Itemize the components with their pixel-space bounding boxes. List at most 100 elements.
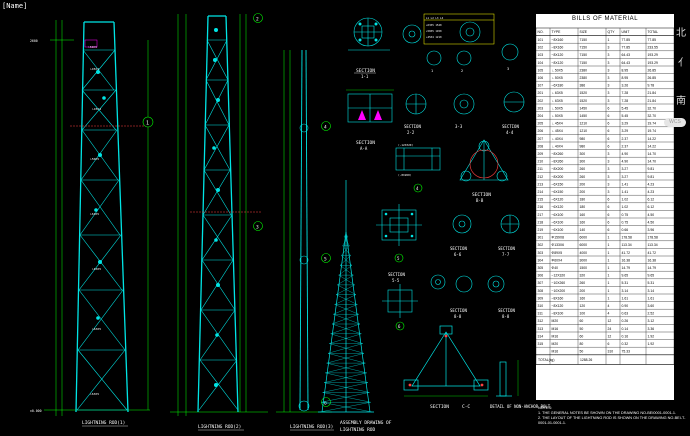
bom-cell: 300 [580,152,586,156]
bom-cell: 1 [608,236,610,240]
bom-cell: 2380 [580,76,588,80]
bom-cell: −6X100 [552,213,564,217]
svg-text:∟45X4: ∟45X4 [90,67,99,71]
bom-header-2: SIZE [580,30,588,34]
bom-cell: Φ89X5 [552,251,563,255]
section-title: SECTION [502,124,519,129]
bom-cell: 0.66 [622,228,629,232]
bom-cell: 14.79 [648,266,657,270]
bom-cell: 3.27 [622,175,629,179]
svg-text:∟45X4: ∟45X4 [92,107,101,111]
bom-cell: 5.45 [622,114,629,118]
ring-label-2: 2 [461,69,463,73]
section-title: SECTION [404,124,421,129]
bom-cell: M16 [552,334,559,338]
section-id: 7-7 [502,252,510,257]
watermark-badge: WCS [664,118,686,127]
bom-cell: 304 [538,258,544,262]
bom-cell: 1210 [580,122,588,126]
bom-cell: 1 [608,296,610,300]
bom-cell: −6X100 [552,220,564,224]
window-title: [Name] [2,2,28,10]
bom-cell: M16 [552,327,559,331]
bom-cell: 6 [608,228,610,232]
bom-cell: 205 [538,122,544,126]
bom-cell: 19.74 [648,129,657,133]
section-title: SECTION [450,308,467,313]
bom-cell: 2.52 [648,312,655,316]
bom-cell: 4 [608,312,610,316]
bom-cell: ∟50X5 [552,68,563,72]
bom-cell: 305 [538,266,544,270]
bom-cell: 3.60 [648,304,655,308]
section-id: C-C [462,404,470,410]
svg-text:5: 5 [397,256,400,261]
bom-cell: 178.58 [648,236,658,240]
watermark-char-3: 南 [676,96,686,107]
bom-cell: 9.81 [648,167,655,171]
bom-cell: 9.81 [648,175,655,179]
svg-text:∟63X5: ∟63X5 [92,267,101,271]
bom-cell: 212 [538,175,544,179]
bom-cell: 6 [608,213,610,217]
bom-cell: ∟63X5 [552,99,563,103]
bom-cell: −6X120 [552,205,564,209]
bom-cell: 213 [538,182,544,186]
bom-cell: ∟50X5 [552,106,563,110]
notes-item-2: 2. THE LAYOUT OF THE LIGHTNING ROD IS SH… [538,416,686,425]
bom-cell: 3 [608,53,610,57]
bom-cell: M20 [552,342,559,346]
bom-cell: −8X120 [552,61,564,65]
bom-cell: 218 [538,220,544,224]
section-id: 1-1 [361,74,369,79]
bom-cell: 6 [608,114,610,118]
bom-cell: Φ159X8 [552,236,565,240]
bom-cell: 3 [608,76,610,80]
bom-cell: 303 [538,251,544,255]
bom-cell: 4.50 [648,220,655,224]
bom-cell: 14.70 [648,160,657,164]
tower-1[interactable]: ∟50X5∟45X4∟45X4 ∟50X5∟63X5∟63X5 ∟63X5∟63… [30,20,154,427]
bom-cell: 200 [580,182,586,186]
bom-cell: 3.96 [648,228,655,232]
section-id: A-A [360,146,368,151]
watermark-char-2: 亻 [678,58,688,69]
bom-cell: 6 [608,205,610,209]
bom-cell: 193.29 [648,61,658,65]
bom-cell: 204 [538,114,544,118]
section-details[interactable]: SECTION 1-1 1 2 3 L1 L2 L3 L4 ∟63X5 1 [346,13,551,410]
section-title: SECTION [450,246,467,251]
assembly-label-2: LIGHTNING ROD [340,427,376,433]
bom-cell: 32.70 [648,114,657,118]
bom-cell: 1 [608,266,610,270]
bom-cell: 7150 [580,61,588,65]
bom-cell: 8.95 [622,68,629,72]
bom-cell: 260 [580,175,586,179]
bom-cell: 60 [580,319,584,323]
bom-cell: 26.85 [648,76,657,80]
bom-cell: 6 [608,342,610,346]
title-bar: [Name] [0,0,690,14]
bom-cell: 200 [580,190,586,194]
bom-cell: Φ40 [552,266,559,270]
tower-3[interactable]: 4 5 6 LIGHTNING ROD(3) [276,49,334,431]
bom-cell: 302 [538,243,544,247]
bom-cell: 6.12 [648,198,655,202]
bom-cell: 206 [538,129,544,133]
tower-3-label: LIGHTNING ROD(3) [290,424,333,430]
bom-cell: 320 [580,274,586,278]
bom-cell: 9.78 [648,84,655,88]
bom-cell: 60 [580,334,584,338]
notes-item-1: 1. THE GENERAL NOTES BE SHOWN ON THE DRA… [538,411,676,415]
bom-cell: ∟50X5 [552,76,563,80]
balloon-5: 5 [324,257,327,263]
tower-2[interactable]: 2 3 LIGHTNING ROD(2) [170,13,268,431]
bom-cell: 1.02 [622,198,629,202]
bom-cell: 1.92 [648,334,655,338]
bom-cell: 210 [538,160,544,164]
assembly-drawing[interactable]: ASSEMBLY DRAWING OF LIGHTNING ROD [318,180,392,433]
bom-cell: Φ60X4 [552,258,563,262]
bom-cell: 21.84 [648,91,657,95]
